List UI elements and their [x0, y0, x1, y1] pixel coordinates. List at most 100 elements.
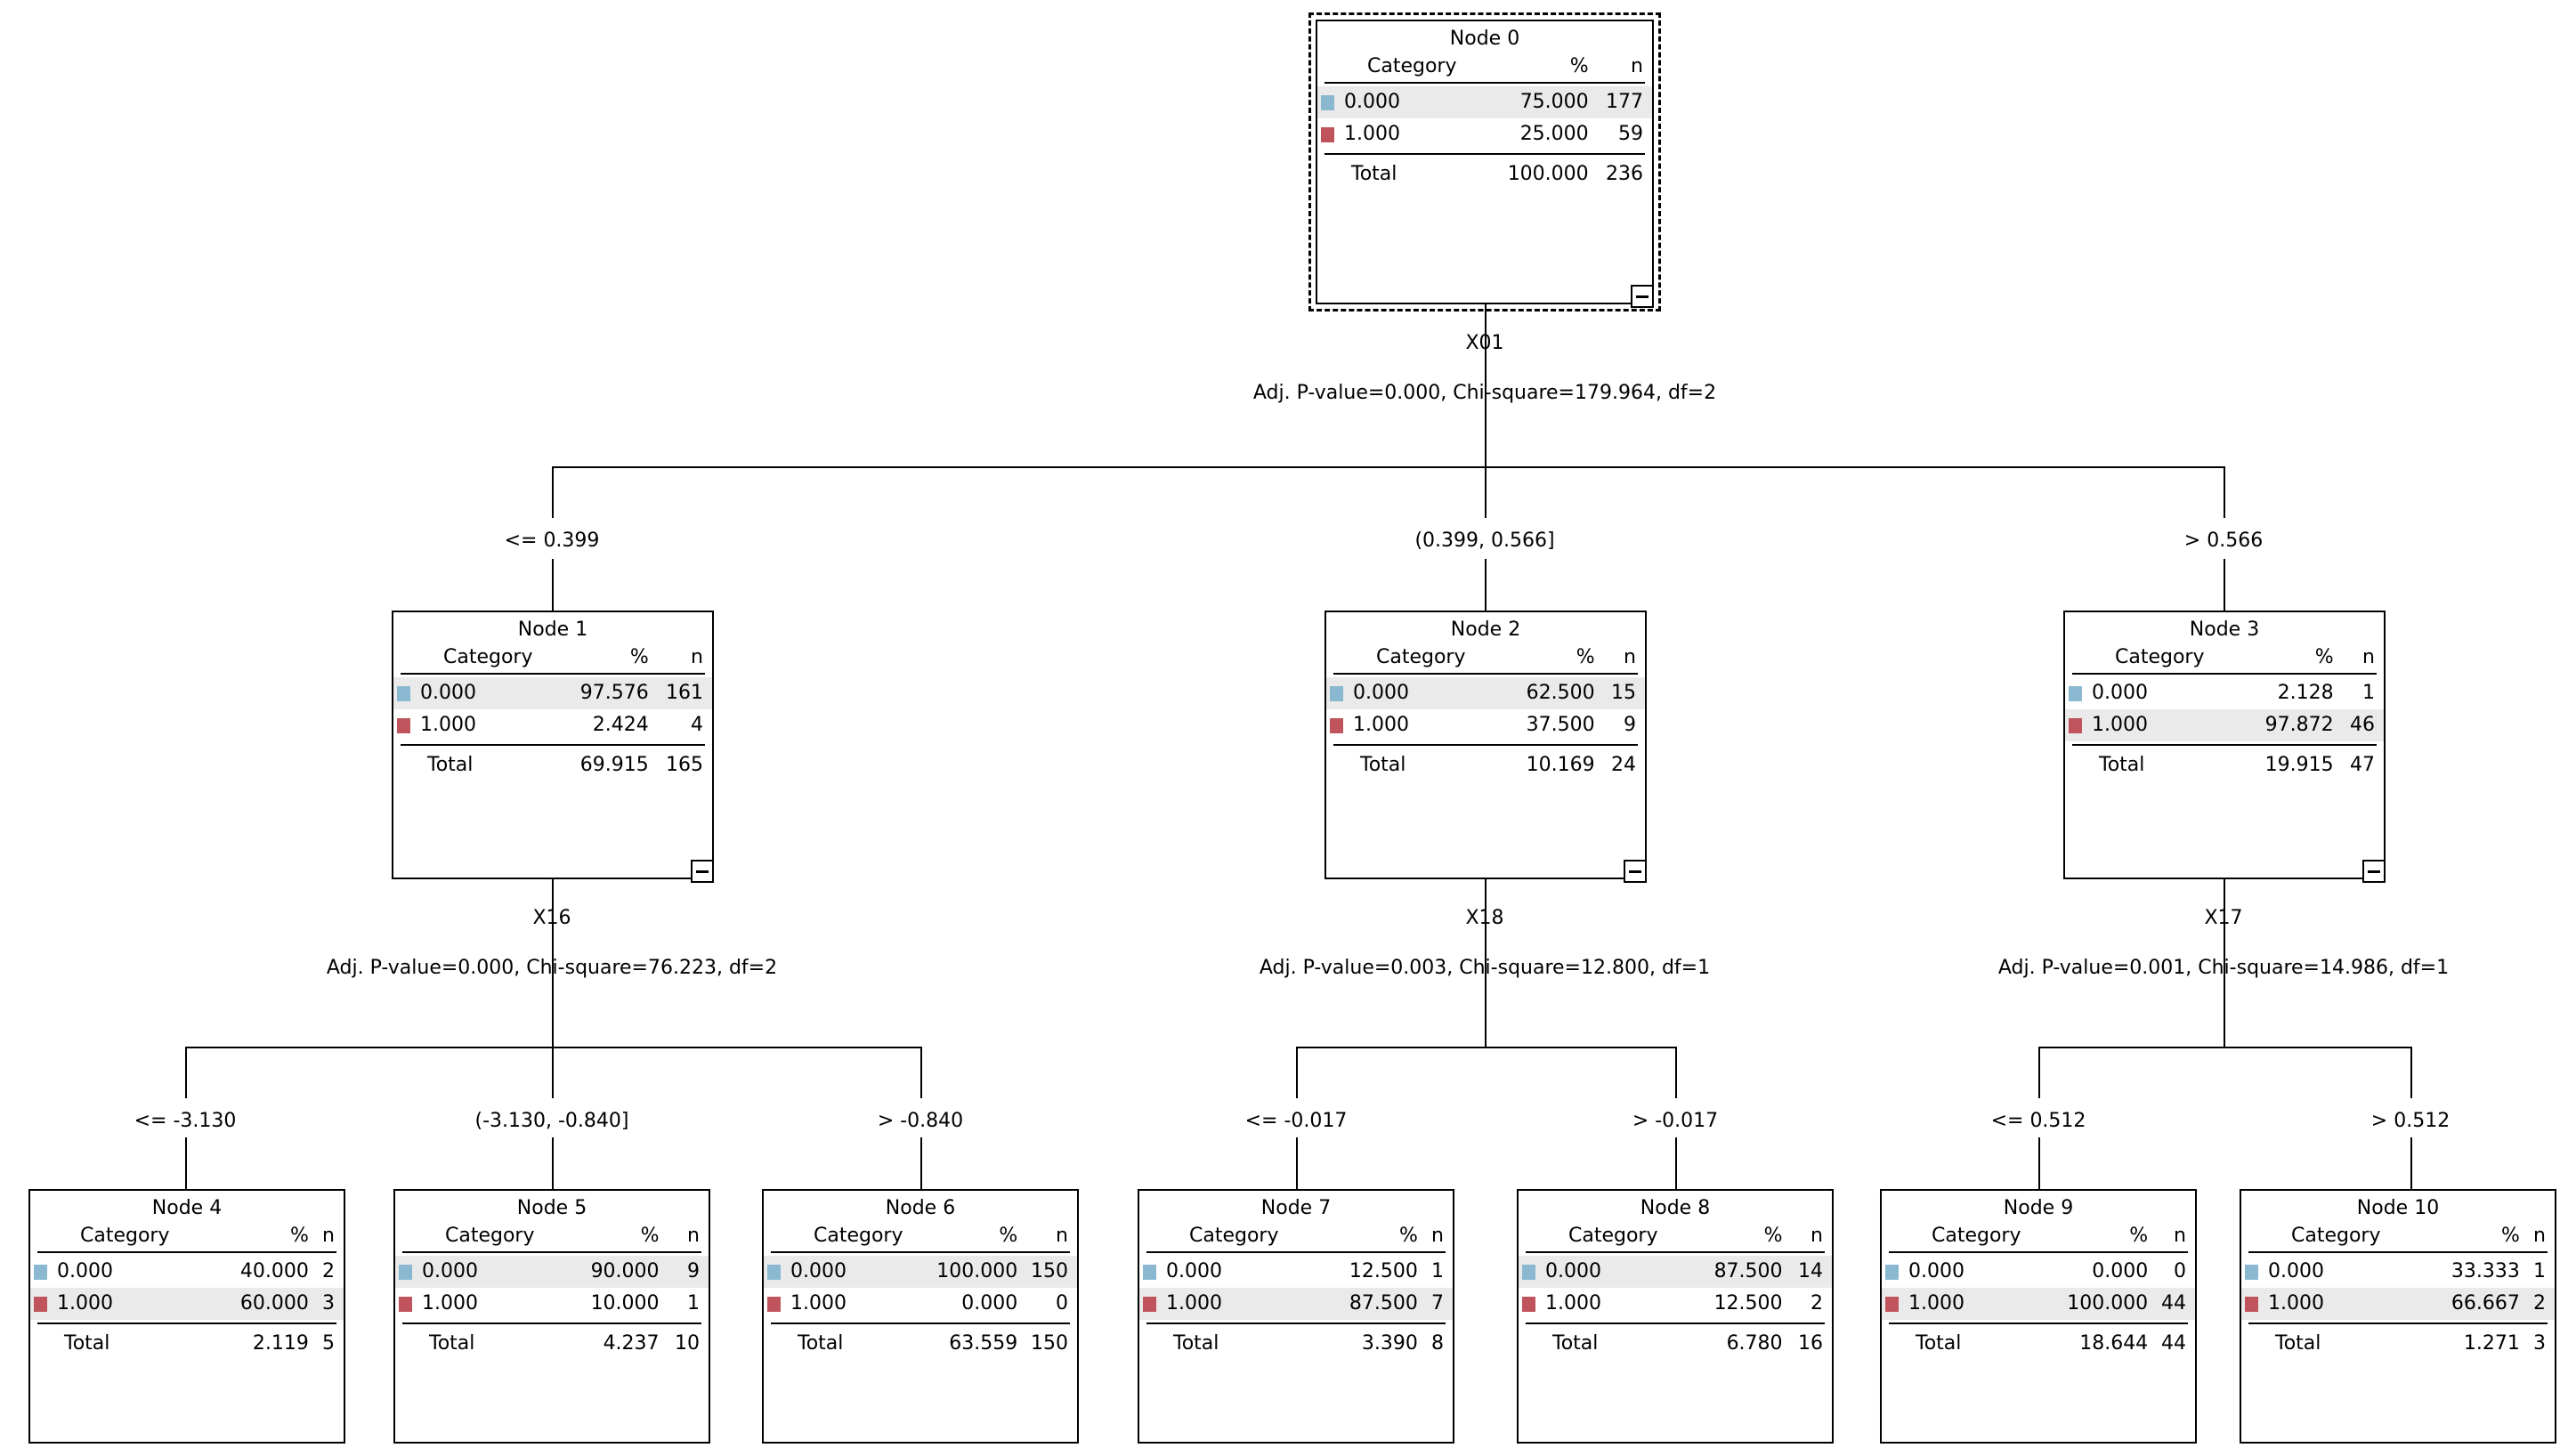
row-category: 0.000 — [1166, 1260, 1222, 1283]
divider — [402, 1251, 701, 1254]
branch-label: > -0.017 — [1632, 1110, 1719, 1132]
tree-node-node0[interactable]: Node 0 Category % n 0.000 75.000 177 1.0… — [1308, 12, 1661, 311]
table-row: 0.000 87.500 14 — [1519, 1256, 1832, 1289]
header-rule-row — [2065, 670, 2384, 677]
swatch-cell — [1139, 1256, 1166, 1288]
row-percent: 97.576 — [579, 682, 649, 705]
header-swatch-spacer — [1139, 1224, 1166, 1249]
table-row: 1.000 2.424 4 — [393, 709, 712, 741]
table-row: 0.000 100.000 150 — [764, 1256, 1077, 1289]
header-rule-row — [764, 1249, 1077, 1256]
branch-label: <= -3.130 — [134, 1110, 237, 1132]
split-stats-label: Adj. P-value=0.001, Chi-square=14.986, d… — [1997, 957, 2450, 979]
table-row: 0.000 33.333 1 — [2241, 1256, 2555, 1288]
total-swatch-spacer — [764, 1327, 790, 1361]
swatch-cell — [395, 1256, 422, 1288]
total-rule-row — [1519, 1320, 1832, 1327]
tree-node-node2[interactable]: Node 2 Category % n 0.000 62.500 15 1.00… — [1325, 611, 1647, 879]
row-count: 0 — [1056, 1292, 1068, 1315]
row-percent: 37.500 — [1526, 714, 1595, 737]
total-rule-row — [2241, 1320, 2555, 1327]
node-title: Node 7 — [1260, 1197, 1332, 1219]
class-color-swatch-icon — [399, 1264, 412, 1280]
tree-node-node1[interactable]: Node 1 Category % n 0.000 97.576 161 1.0… — [392, 611, 714, 879]
total-percent: 3.390 — [1361, 1332, 1418, 1355]
total-row: Total 63.559 150 — [764, 1327, 1077, 1361]
row-count: 1 — [2533, 1260, 2546, 1283]
table-row: 0.000 2.128 1 — [2065, 677, 2384, 709]
total-label: Total — [2099, 754, 2145, 777]
total-percent: 63.559 — [949, 1332, 1018, 1355]
divider — [37, 1251, 336, 1254]
total-count: 47 — [2350, 754, 2375, 777]
swatch-cell — [1317, 118, 1344, 150]
node-stats-table: Category % n 0.000 90.000 9 1.000 10.000… — [395, 1224, 709, 1361]
connector-to-node4 — [185, 1137, 187, 1189]
header-count: n — [1624, 646, 1636, 669]
total-row: Total 18.644 44 — [1882, 1327, 2195, 1361]
collapse-button-node0[interactable] — [1631, 285, 1654, 308]
row-percent: 40.000 — [239, 1260, 309, 1283]
header-swatch-spacer — [395, 1224, 422, 1249]
collapse-button-node1[interactable] — [691, 860, 714, 883]
class-color-swatch-icon — [399, 1296, 412, 1312]
tree-node-node4[interactable]: Node 4 Category % n 0.000 40.000 2 1.000… — [28, 1189, 345, 1444]
tree-node-node10[interactable]: Node 10 Category % n 0.000 33.333 1 1.00… — [2240, 1189, 2556, 1444]
total-rule-row — [393, 741, 712, 748]
total-count: 165 — [666, 754, 703, 777]
split-variable-label: X18 — [1465, 907, 1504, 929]
total-swatch-spacer — [395, 1327, 422, 1361]
header-category: Category — [80, 1225, 170, 1248]
total-rule-row — [395, 1320, 709, 1327]
tree-node-node7[interactable]: Node 7 Category % n 0.000 12.500 1 1.000… — [1138, 1189, 1454, 1444]
table-row: 0.000 97.576 161 — [393, 677, 712, 710]
total-label: Total — [1552, 1332, 1599, 1355]
tree-node-node6[interactable]: Node 6 Category % n 0.000 100.000 150 1.… — [762, 1189, 1079, 1444]
row-category: 1.000 — [1545, 1292, 1601, 1315]
branch-label: <= 0.399 — [504, 530, 600, 552]
row-category: 0.000 — [790, 1260, 847, 1283]
header-rule-row — [1519, 1249, 1832, 1256]
tree-node-node5[interactable]: Node 5 Category % n 0.000 90.000 9 1.000… — [393, 1189, 710, 1444]
total-count: 16 — [1798, 1332, 1823, 1355]
swatch-cell — [1326, 709, 1353, 741]
header-rule-row — [1317, 79, 1652, 86]
header-rule-row — [395, 1249, 709, 1256]
header-count: n — [322, 1225, 335, 1248]
swatch-cell — [764, 1256, 790, 1288]
table-header-row: Category % n — [1519, 1224, 1832, 1249]
branch-label: > 0.566 — [2183, 530, 2264, 552]
total-row: Total 69.915 165 — [393, 748, 712, 782]
row-count: 14 — [1798, 1260, 1823, 1283]
header-percent: % — [1576, 646, 1595, 669]
header-percent: % — [629, 646, 649, 669]
tree-node-node3[interactable]: Node 3 Category % n 0.000 2.128 1 1.000 … — [2063, 611, 2386, 879]
header-swatch-spacer — [1326, 645, 1353, 670]
connector-node2-bus — [1296, 1047, 1675, 1048]
split-stats-label: Adj. P-value=0.003, Chi-square=12.800, d… — [1259, 957, 1711, 979]
swatch-cell — [2065, 677, 2092, 709]
collapse-button-node3[interactable] — [2362, 860, 2386, 883]
tree-node-node9[interactable]: Node 9 Category % n 0.000 0.000 0 1.000 … — [1880, 1189, 2197, 1444]
connector-node3-branch-1-down — [2410, 1047, 2412, 1098]
connector-node3-down — [2224, 879, 2225, 1047]
header-category: Category — [1568, 1225, 1658, 1248]
total-label: Total — [427, 754, 474, 777]
collapse-button-node2[interactable] — [1624, 860, 1647, 883]
divider — [1325, 82, 1645, 85]
swatch-cell — [393, 677, 420, 709]
connector-to-node10 — [2410, 1137, 2412, 1189]
row-category: 1.000 — [2268, 1292, 2324, 1315]
split-variable-label: X17 — [2204, 907, 2243, 929]
tree-node-node8[interactable]: Node 8 Category % n 0.000 87.500 14 1.00… — [1517, 1189, 1834, 1444]
table-row: 1.000 25.000 59 — [1317, 118, 1652, 150]
row-percent: 2.128 — [2277, 682, 2334, 705]
header-category: Category — [443, 646, 533, 669]
row-count: 1 — [2362, 682, 2375, 705]
table-header-row: Category % n — [2241, 1224, 2555, 1249]
connector-to-node7 — [1296, 1137, 1298, 1189]
total-row: Total 10.169 24 — [1326, 748, 1645, 782]
row-count: 177 — [1606, 91, 1643, 114]
row-count: 4 — [691, 714, 703, 737]
total-count: 44 — [2161, 1332, 2186, 1355]
